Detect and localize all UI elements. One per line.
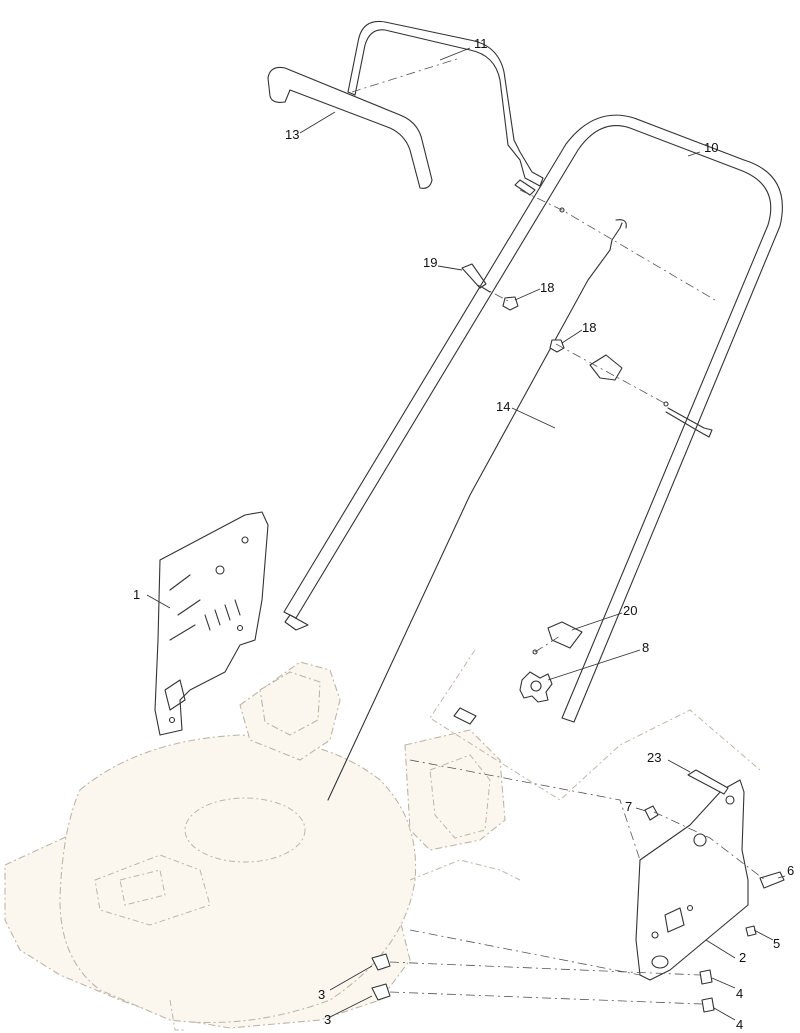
callout-3a: 3 <box>318 987 325 1002</box>
callout-1: 1 <box>133 587 140 602</box>
callout-4b: 4 <box>736 1017 743 1032</box>
right-handle-bracket <box>635 779 749 981</box>
callout-3b: 3 <box>324 1012 331 1027</box>
bail-bar <box>347 20 544 196</box>
assembly-centerlines <box>351 57 766 1005</box>
callout-5: 5 <box>773 936 780 951</box>
foam-grip <box>267 66 433 189</box>
callout-10: 10 <box>704 140 718 155</box>
shoulder-bolt <box>759 871 785 889</box>
screw <box>745 925 757 937</box>
callout-14: 14 <box>496 399 510 414</box>
nut-upper <box>699 969 713 985</box>
callout-19: 19 <box>423 255 437 270</box>
callout-18b: 18 <box>582 320 596 335</box>
callout-23: 23 <box>647 750 661 765</box>
callout-20: 20 <box>623 603 637 618</box>
upper-handle-tube <box>283 114 783 725</box>
callout-6: 6 <box>787 863 794 878</box>
control-cable <box>327 219 627 801</box>
callout-labels: 1 2 3 3 4 4 5 6 7 8 10 11 13 14 18 18 19… <box>133 36 794 1032</box>
pivot-bolt <box>687 769 729 795</box>
cable-clip <box>547 621 583 649</box>
left-handle-bracket <box>154 511 269 736</box>
flange-nut <box>644 805 659 821</box>
callout-2: 2 <box>739 950 746 965</box>
callout-13: 13 <box>285 127 299 142</box>
callout-8: 8 <box>642 640 649 655</box>
nut-lower <box>701 997 715 1013</box>
leader-lines <box>146 47 786 1021</box>
handle-knob <box>519 671 553 703</box>
carriage-bolt-lower <box>371 983 391 1001</box>
callout-7: 7 <box>625 799 632 814</box>
callout-11: 11 <box>474 36 488 51</box>
callout-18a: 18 <box>540 280 554 295</box>
mower-deck-ghost <box>4 661 521 1031</box>
carriage-bolt-upper <box>371 953 391 971</box>
lock-nut <box>502 296 565 353</box>
callout-4a: 4 <box>736 986 743 1001</box>
